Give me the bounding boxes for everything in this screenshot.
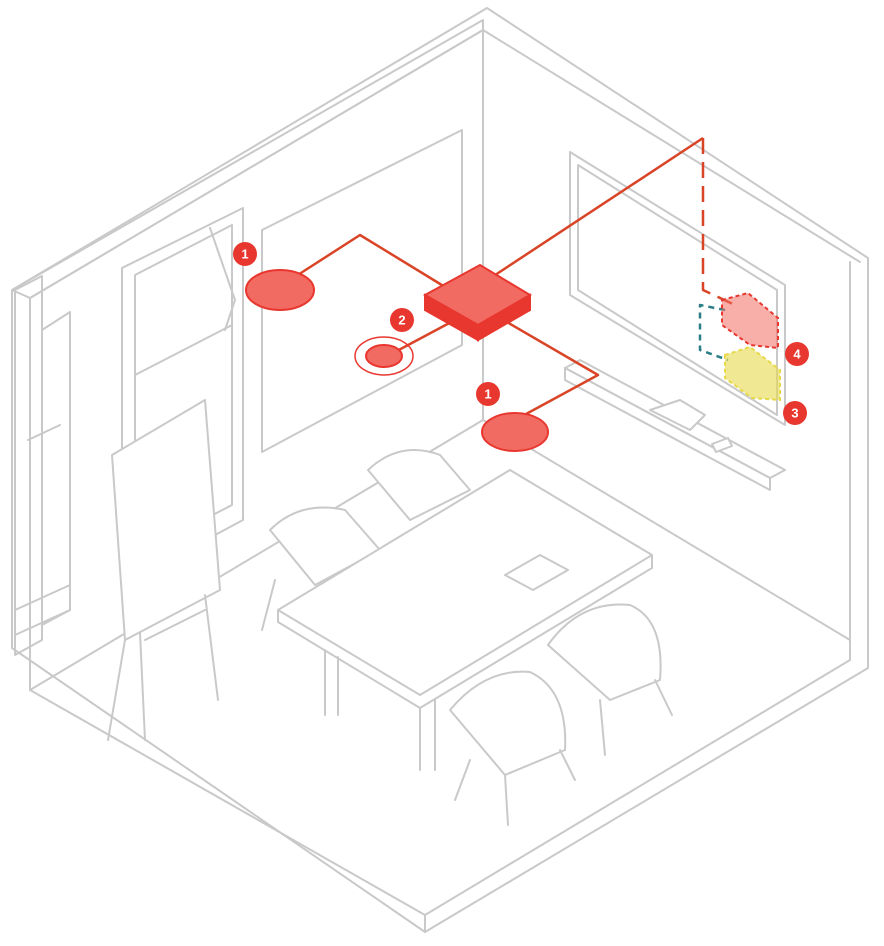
left-whiteboard [261, 129, 463, 453]
wall-device-4 [721, 291, 779, 350]
floor-front-edge [29, 659, 851, 916]
video-bar-device [649, 399, 706, 431]
ceiling-microphone-1-center [481, 412, 549, 452]
chairs-back [261, 449, 471, 631]
marker-2-label: 2 [398, 313, 405, 328]
room-outer-outline [11, 7, 869, 933]
devices [245, 263, 781, 452]
display-inner [577, 164, 778, 416]
credenza [564, 359, 786, 491]
marker-3-label: 3 [791, 406, 798, 421]
door-frame [14, 275, 71, 656]
wire-teal-dashed [698, 303, 729, 362]
marker-4-label: 4 [793, 347, 801, 362]
marker-1-left: 1 [233, 242, 257, 266]
marker-4: 4 [785, 342, 809, 366]
ceiling-speaker-ring [354, 336, 414, 376]
chairs-front [449, 603, 673, 826]
central-hub-box [422, 263, 532, 342]
display-screen [569, 151, 786, 426]
marker-3: 3 [783, 401, 807, 425]
marker-2: 2 [390, 308, 414, 332]
ceiling-microphone-1-left [245, 269, 315, 311]
wiring [289, 136, 736, 422]
wall-device-3 [724, 345, 781, 402]
wire-display [479, 136, 704, 287]
ceiling-speaker-2 [365, 344, 403, 368]
wire-mic-center [499, 316, 600, 422]
wall-top-inner [29, 29, 861, 299]
wire-speaker [394, 318, 456, 354]
wire-mic-left [289, 233, 451, 292]
wire-red-device-dashed [701, 138, 736, 307]
marker-1-center-label: 1 [484, 387, 491, 402]
notebook [504, 554, 569, 591]
marker-1-center: 1 [476, 382, 500, 406]
marker-1-left-label: 1 [241, 247, 248, 262]
door-handle [27, 424, 61, 441]
conference-table [277, 469, 653, 771]
flipchart [107, 399, 221, 741]
markers: 1 2 1 4 3 [233, 242, 809, 425]
